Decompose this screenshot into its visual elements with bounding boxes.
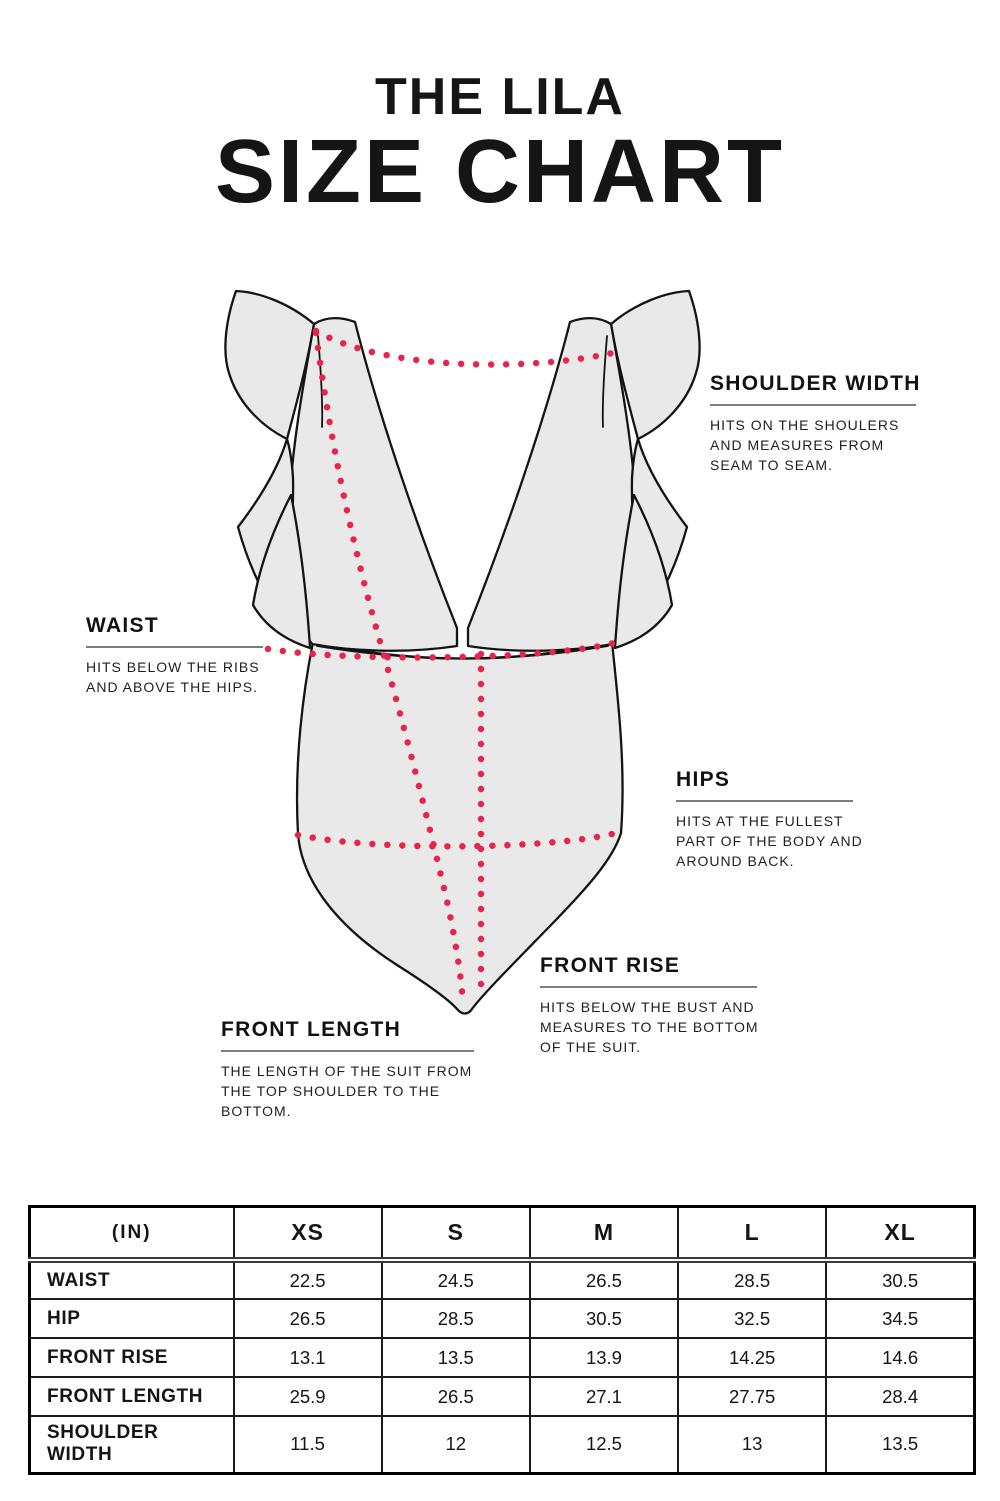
cell-value: 30.5 <box>528 1298 680 1339</box>
cell-value: 13.5 <box>380 1337 531 1378</box>
cell-value: 32.5 <box>677 1298 828 1339</box>
front-length-dotted-line <box>312 329 467 1009</box>
annotation-front-length: FRONT LENGTH THE LENGTH OF THE SUIT FROM… <box>221 1018 474 1122</box>
cell-value: 26.5 <box>380 1376 531 1417</box>
cell-value: 26.5 <box>528 1259 680 1300</box>
page-title: SIZE CHART <box>215 121 785 222</box>
heading-underline <box>86 646 263 649</box>
cell-value: 22.5 <box>232 1259 383 1300</box>
cell-value: 13.9 <box>528 1337 680 1378</box>
heading-underline <box>710 404 916 407</box>
cell-value: 13.5 <box>825 1415 976 1474</box>
table-row-shoulder-width: SHOULDER WIDTH 11.5 12 12.5 13 13.5 <box>28 1415 976 1474</box>
cell-value: 26.5 <box>232 1298 383 1339</box>
size-table: (IN) XS S M L XL WAIST 22.5 24.5 26.5 28… <box>28 1205 976 1475</box>
table-row-front-length: FRONT LENGTH 25.9 26.5 27.1 27.75 28.4 <box>28 1376 976 1417</box>
annotation-hips: HIPS HITS AT THE FULLEST PART OF THE BOD… <box>676 768 863 872</box>
cell-value: 28.5 <box>380 1298 531 1339</box>
cell-value: 11.5 <box>232 1415 383 1474</box>
size-col-header-xs: XS <box>232 1205 383 1263</box>
cell-value: 14.25 <box>677 1337 828 1378</box>
right-bodice-panel <box>466 316 637 652</box>
row-label: SHOULDER WIDTH <box>28 1415 235 1474</box>
size-col-header-l: L <box>677 1205 828 1263</box>
right-side-ruffle-folds <box>613 437 689 650</box>
annotation-body: HITS BELOW THE RIBS AND ABOVE THE HIPS. <box>86 659 260 695</box>
annotation-body: HITS AT THE FULLEST PART OF THE BODY AND… <box>676 813 863 869</box>
size-col-header-s: S <box>380 1205 531 1263</box>
cell-value: 30.5 <box>825 1259 976 1300</box>
cell-value: 25.9 <box>232 1376 383 1417</box>
measurement-dotted-lines <box>264 327 624 1009</box>
strap-crease-right <box>601 335 608 428</box>
table-row-hip: HIP 26.5 28.5 30.5 32.5 34.5 <box>28 1298 976 1339</box>
row-label: FRONT RISE <box>28 1337 235 1378</box>
cell-value: 27.1 <box>528 1376 680 1417</box>
size-col-header-xl: XL <box>825 1205 976 1263</box>
annotation-shoulder-width: SHOULDER WIDTH HITS ON THE SHOULERS AND … <box>710 372 921 476</box>
waist-dotted-line <box>264 639 618 661</box>
cell-value: 27.75 <box>677 1376 828 1417</box>
product-title: THE LILA <box>375 68 625 126</box>
right-shoulder-ruffle <box>609 289 701 441</box>
suit-shapes <box>224 289 701 1015</box>
heading-underline <box>540 986 757 989</box>
cell-value: 14.6 <box>825 1337 976 1378</box>
annotation-body: HITS BELOW THE BUST AND MEASURES TO THE … <box>540 999 759 1055</box>
annotation-front-rise: FRONT RISE HITS BELOW THE BUST AND MEASU… <box>540 954 759 1058</box>
unit-header-cell: (IN) <box>28 1205 235 1263</box>
row-label: WAIST <box>28 1259 235 1300</box>
table-row-front-rise: FRONT RISE 13.1 13.5 13.9 14.25 14.6 <box>28 1337 976 1378</box>
heading-underline <box>221 1050 474 1053</box>
size-table-header-row: (IN) XS S M L XL <box>28 1205 976 1263</box>
cell-value: 12 <box>380 1415 531 1474</box>
annotation-heading: HIPS <box>676 768 731 791</box>
annotation-body: THE LENGTH OF THE SUIT FROM THE TOP SHOU… <box>221 1063 473 1119</box>
title-block: THE LILA SIZE CHART <box>0 70 1000 217</box>
annotation-heading: FRONT LENGTH <box>221 1018 402 1041</box>
cell-value: 13.1 <box>232 1337 383 1378</box>
annotation-heading: SHOULDER WIDTH <box>710 372 921 395</box>
shoulder-width-dotted-line <box>312 327 621 368</box>
cell-value: 28.4 <box>825 1376 976 1417</box>
row-label: FRONT LENGTH <box>28 1376 235 1417</box>
annotation-heading: FRONT RISE <box>540 954 681 977</box>
annotation-waist: WAIST HITS BELOW THE RIBS AND ABOVE THE … <box>86 614 263 698</box>
cell-value: 13 <box>677 1415 828 1474</box>
size-col-header-m: M <box>528 1205 680 1263</box>
cell-value: 34.5 <box>825 1298 976 1339</box>
left-shoulder-ruffle <box>224 289 316 441</box>
cell-value: 12.5 <box>528 1415 680 1474</box>
row-label: HIP <box>28 1298 235 1339</box>
annotation-heading: WAIST <box>86 614 159 637</box>
cell-value: 24.5 <box>380 1259 531 1300</box>
cell-value: 28.5 <box>677 1259 828 1300</box>
table-row-waist: WAIST 22.5 24.5 26.5 28.5 30.5 <box>28 1259 976 1300</box>
heading-underline <box>676 800 853 803</box>
left-side-ruffle-folds <box>236 437 312 650</box>
annotation-body: HITS ON THE SHOULERS AND MEASURES FROM S… <box>710 417 900 473</box>
left-bodice-panel <box>288 316 459 652</box>
